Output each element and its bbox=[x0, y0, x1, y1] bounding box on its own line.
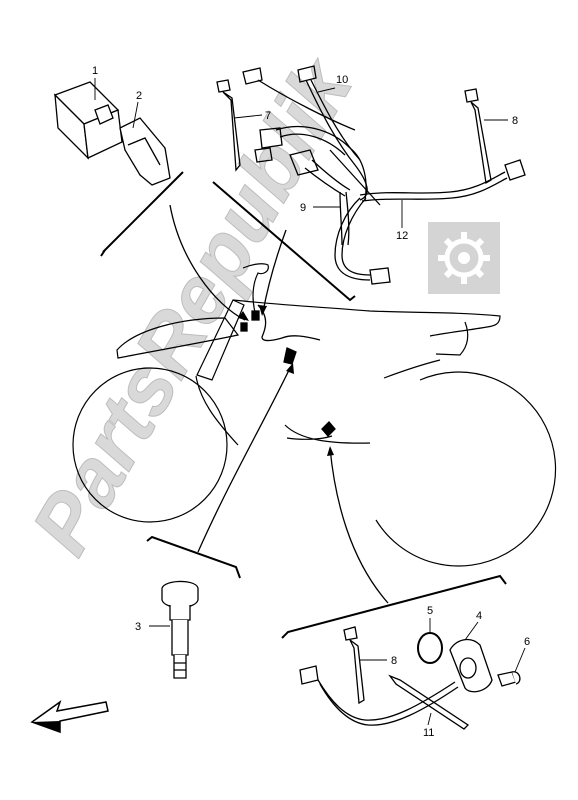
swingarm bbox=[284, 424, 371, 444]
side-panel bbox=[435, 321, 469, 356]
bracket-top-right bbox=[212, 181, 356, 302]
on-bike-wiring bbox=[240, 304, 336, 437]
callout-8-top: 8 bbox=[512, 115, 518, 127]
gear-icon bbox=[428, 222, 500, 294]
wire-harness bbox=[242, 65, 526, 285]
callout-12: 12 bbox=[396, 230, 408, 242]
arrow-left-icon bbox=[30, 700, 109, 734]
frame-front bbox=[195, 375, 239, 446]
exhaust-tip bbox=[286, 435, 333, 440]
callout-labels: 1 2 3 4 5 6 7 8 8 9 10 11 12 bbox=[92, 65, 530, 739]
callout-2: 2 bbox=[136, 90, 142, 102]
callout-6: 6 bbox=[524, 636, 530, 648]
arrowheads bbox=[238, 305, 334, 456]
callout-9: 9 bbox=[300, 202, 306, 214]
cdi-unit bbox=[53, 81, 123, 160]
tank-seat bbox=[232, 299, 501, 337]
ignition-coil bbox=[161, 580, 199, 679]
callout-4: 4 bbox=[476, 610, 482, 622]
handlebar-bracket bbox=[242, 263, 269, 313]
sensor-assembly bbox=[417, 632, 521, 693]
fork bbox=[196, 299, 245, 381]
rear-wheel bbox=[375, 371, 557, 567]
cdi-bracket bbox=[119, 117, 171, 186]
cable-ties bbox=[216, 79, 492, 705]
front-wheel bbox=[72, 367, 228, 523]
callout-7: 7 bbox=[265, 110, 271, 122]
motorcycle-outline bbox=[72, 263, 557, 567]
bracket-top-left bbox=[100, 171, 184, 257]
leader-arrows bbox=[169, 204, 389, 604]
callout-5: 5 bbox=[427, 605, 433, 617]
bracket-coil bbox=[146, 535, 241, 579]
rear-fender-underside bbox=[383, 359, 441, 379]
front-fender bbox=[116, 317, 240, 359]
grouping-brackets bbox=[100, 171, 507, 639]
callout-1: 1 bbox=[92, 65, 98, 77]
callout-8-bottom: 8 bbox=[391, 655, 397, 667]
callout-3: 3 bbox=[135, 621, 141, 633]
callout-11: 11 bbox=[423, 727, 434, 739]
callout-leaders bbox=[94, 78, 526, 726]
o-ring bbox=[417, 632, 443, 664]
sensor-lead bbox=[299, 665, 470, 730]
bracket-sensor bbox=[281, 574, 507, 639]
callout-10: 10 bbox=[336, 74, 348, 86]
